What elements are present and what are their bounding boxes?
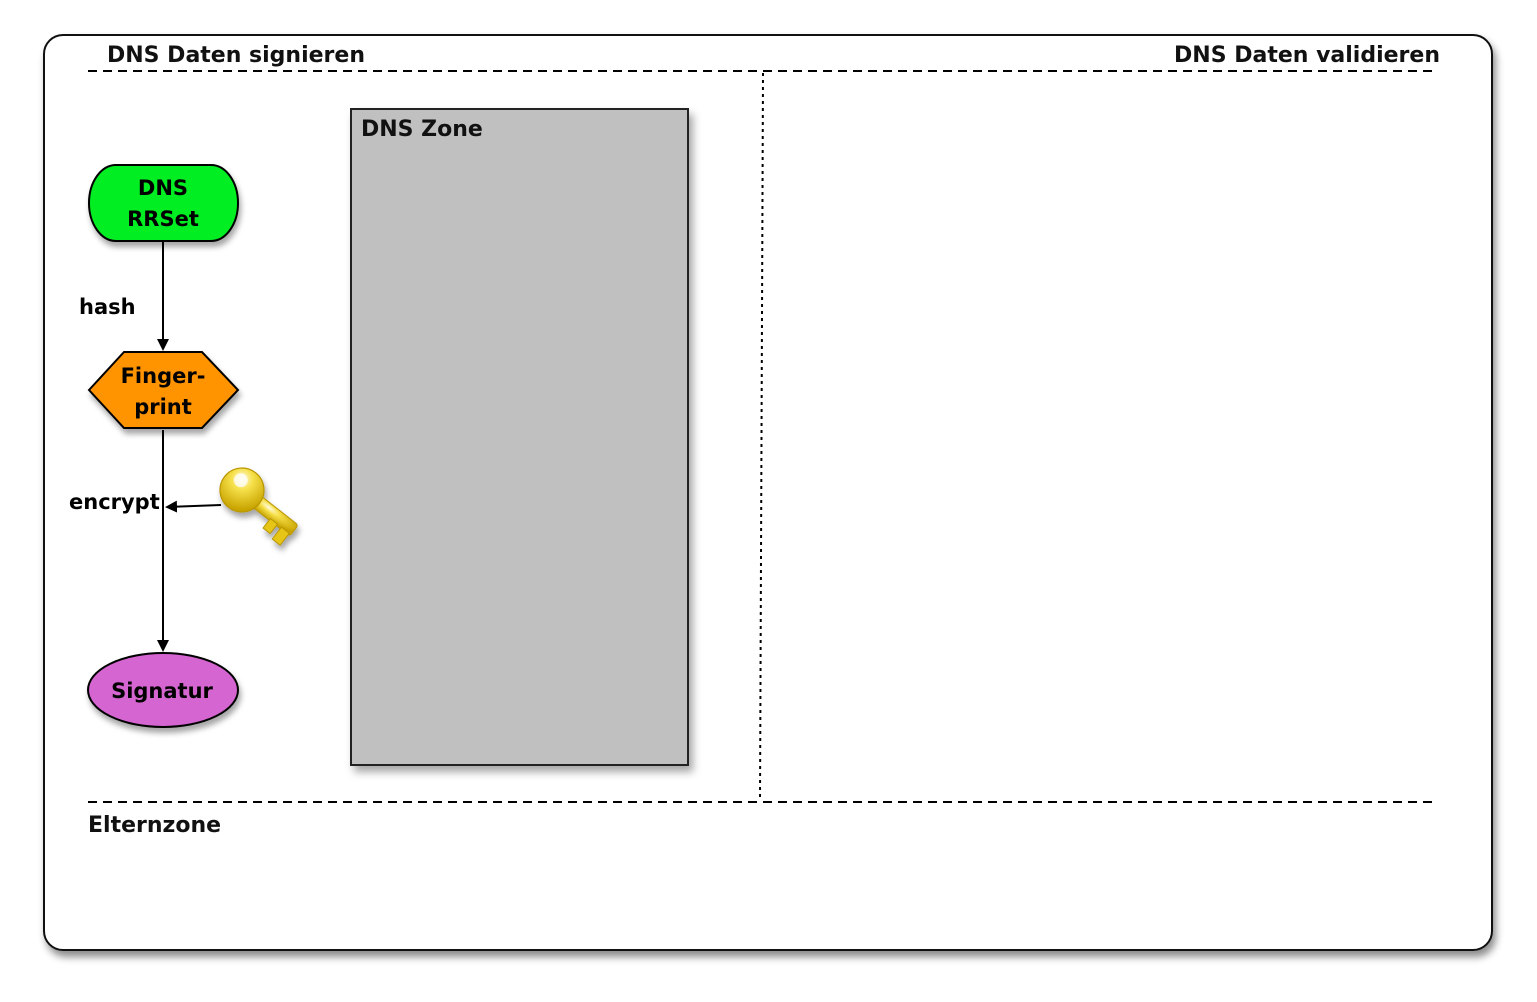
signature-node — [87, 652, 239, 728]
sign-section-label: DNS Daten signieren — [107, 43, 365, 68]
encrypt-label: encrypt — [69, 490, 160, 514]
rrset-label-line2: RRSet — [127, 207, 199, 231]
key-arrow — [165, 500, 222, 513]
hash-label: hash — [79, 295, 136, 319]
vertical-divider-line — [759, 72, 764, 801]
parent-zone-label: Elternzone — [88, 813, 222, 838]
fingerprint-label-line1: Finger- — [121, 364, 206, 388]
dns-zone-box: DNS Zone — [350, 108, 689, 766]
rrset-node — [88, 164, 239, 242]
signature-label: Signatur — [111, 679, 213, 703]
fingerprint-node — [87, 351, 240, 429]
dns-zone-label: DNS Zone — [361, 117, 483, 142]
diagram-frame — [43, 34, 1493, 951]
rrset-label-line1: DNS — [138, 176, 188, 200]
key-icon — [219, 467, 298, 546]
validate-section-label: DNS Daten validieren — [1174, 43, 1440, 68]
fingerprint-label-line2: print — [134, 395, 192, 419]
